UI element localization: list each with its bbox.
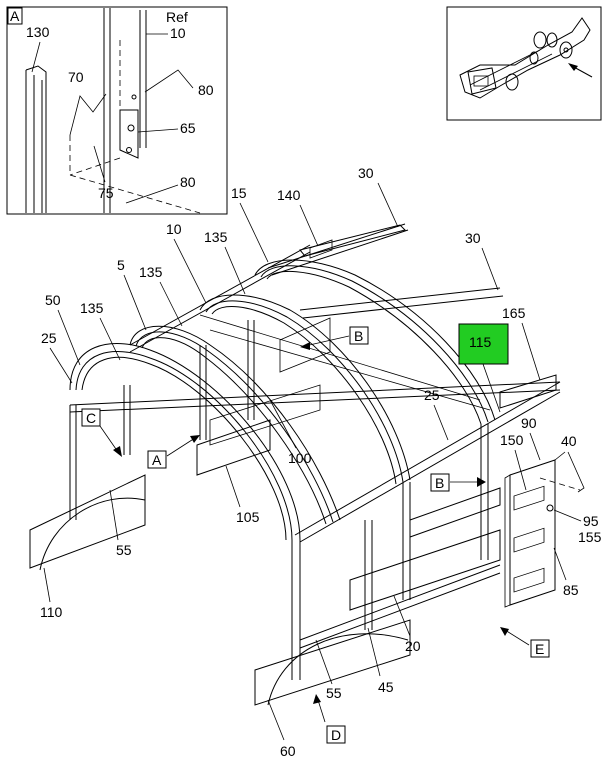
front-wheel-panel bbox=[29, 474, 146, 571]
detail-ref-part: 10 bbox=[170, 25, 186, 41]
view-letter-e: E bbox=[500, 627, 550, 658]
rear-door-panel bbox=[504, 451, 581, 608]
callout-30-top[interactable]: 30 bbox=[358, 165, 374, 181]
detail-label-130: 130 bbox=[26, 24, 50, 40]
callout-110[interactable]: 110 bbox=[40, 604, 63, 620]
callout-25-right[interactable]: 25 bbox=[424, 387, 440, 403]
callout-30-right[interactable]: 30 bbox=[465, 230, 481, 246]
callout-5[interactable]: 5 bbox=[117, 257, 125, 273]
detail-label-75: 75 bbox=[98, 185, 114, 201]
view-letter-b-top: B bbox=[300, 326, 369, 350]
detail-ref-label: Ref bbox=[166, 9, 188, 25]
detail-a-letter: A bbox=[10, 8, 20, 24]
callout-55-front[interactable]: 55 bbox=[116, 542, 132, 558]
view-a-arrow-letter: A bbox=[152, 452, 162, 468]
detail-a-letter-box bbox=[7, 7, 23, 25]
callout-140[interactable]: 140 bbox=[277, 187, 301, 203]
callout-105[interactable]: 105 bbox=[236, 509, 260, 525]
callout-95[interactable]: 95 bbox=[583, 513, 599, 529]
callout-45[interactable]: 45 bbox=[378, 679, 394, 695]
bracket-105 bbox=[196, 419, 271, 476]
locator-arrowhead bbox=[568, 63, 578, 71]
detail-label-70: 70 bbox=[68, 69, 84, 85]
callout-15[interactable]: 15 bbox=[231, 185, 247, 201]
view-letter-a-arrow: A bbox=[147, 435, 200, 469]
view-b-top-letter: B bbox=[354, 328, 363, 344]
body-frame bbox=[29, 223, 581, 706]
callout-115-highlight[interactable]: 115 bbox=[458, 323, 509, 365]
detail-label-65: 65 bbox=[180, 120, 196, 136]
callout-10[interactable]: 10 bbox=[166, 221, 182, 237]
callouts: 30 15 140 10 135 30 5 135 50 135 165 115… bbox=[40, 165, 602, 759]
callout-155[interactable]: 155 bbox=[578, 529, 602, 545]
callout-85[interactable]: 85 bbox=[563, 582, 579, 598]
bracket-65 bbox=[119, 94, 139, 159]
callout-25-left[interactable]: 25 bbox=[41, 330, 57, 346]
locator-inset bbox=[446, 6, 602, 121]
view-letter-b-right: B bbox=[430, 473, 486, 492]
detail-label-80-bottom: 80 bbox=[180, 174, 196, 190]
view-c-letter: C bbox=[86, 410, 96, 426]
view-e-letter: E bbox=[535, 641, 544, 657]
callout-150[interactable]: 150 bbox=[500, 432, 524, 448]
detail-a-inset: A 130 Ref 10 70 80 bbox=[6, 6, 228, 215]
callout-90[interactable]: 90 bbox=[521, 415, 537, 431]
callout-100[interactable]: 100 bbox=[288, 450, 312, 466]
callout-50[interactable]: 50 bbox=[45, 292, 61, 308]
callout-135-b[interactable]: 135 bbox=[139, 264, 163, 280]
callout-60[interactable]: 60 bbox=[280, 743, 296, 759]
view-d-letter: D bbox=[331, 727, 341, 743]
callout-115[interactable]: 115 bbox=[469, 334, 492, 350]
callout-20[interactable]: 20 bbox=[405, 638, 421, 654]
chassis-sketch bbox=[459, 17, 591, 99]
view-letter-c: C bbox=[81, 408, 122, 457]
locator-frame bbox=[446, 6, 602, 121]
callout-40[interactable]: 40 bbox=[561, 433, 577, 449]
detail-label-80-top: 80 bbox=[198, 82, 214, 98]
callout-165[interactable]: 165 bbox=[502, 305, 526, 321]
rear-wheel-panel bbox=[254, 619, 411, 706]
callout-135-c[interactable]: 135 bbox=[80, 300, 104, 316]
callout-135-a[interactable]: 135 bbox=[204, 229, 228, 245]
detail-a-frame bbox=[6, 6, 228, 215]
view-letter-d: D bbox=[313, 694, 346, 744]
view-b-right-letter: B bbox=[435, 475, 444, 491]
callout-55-rear[interactable]: 55 bbox=[326, 685, 342, 701]
